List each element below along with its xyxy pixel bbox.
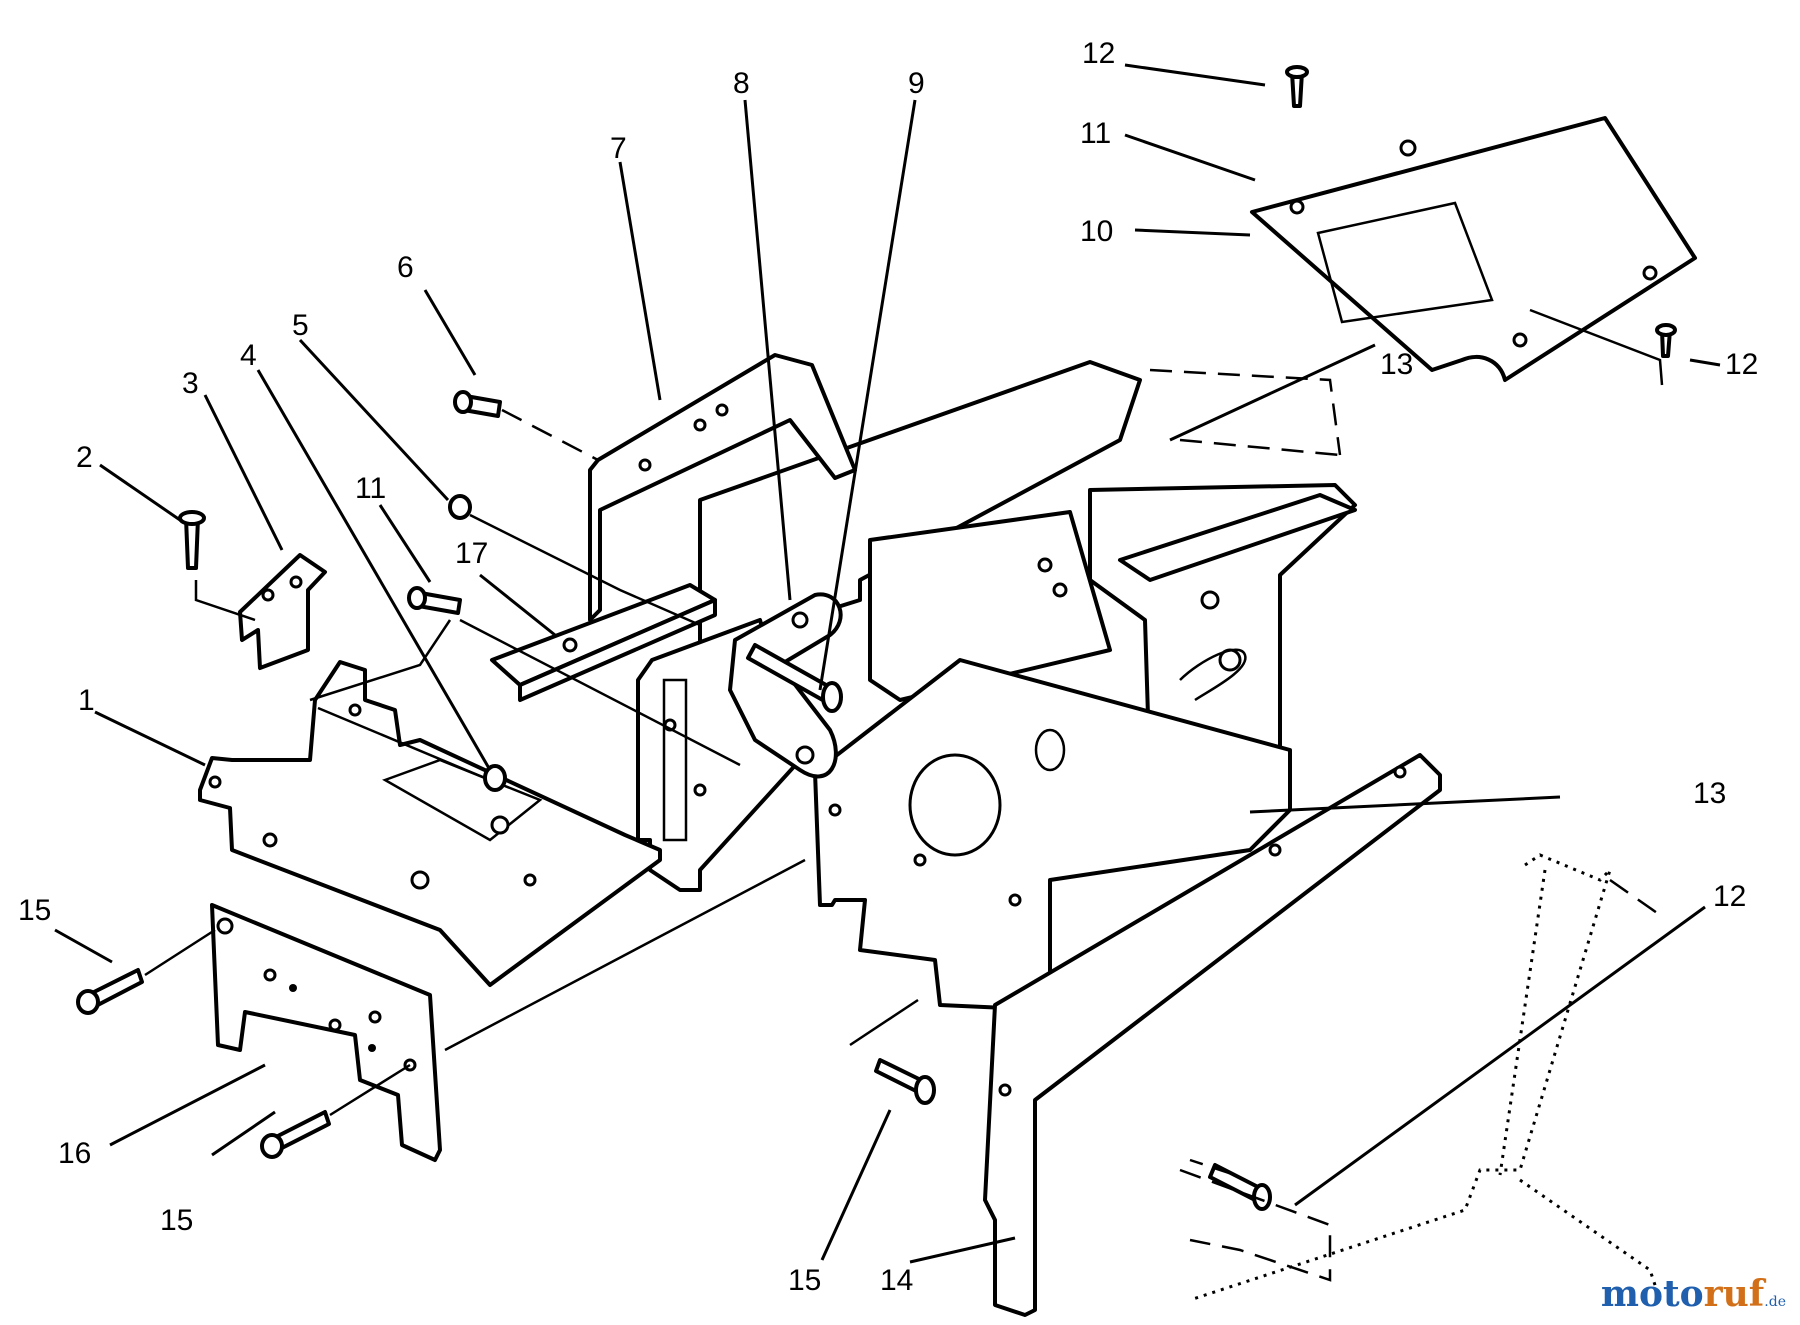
callout-5: 5 (292, 309, 309, 342)
callout-12-right: 12 (1725, 348, 1758, 381)
callout-15-left: 15 (18, 894, 51, 927)
front-plate-bolts (76, 858, 806, 1159)
callout-6: 6 (397, 251, 414, 284)
cover-screws (1285, 65, 1677, 358)
small-bracket (238, 553, 327, 670)
callout-1: 1 (78, 684, 95, 717)
watermark-logo: motoruf.de (1600, 1273, 1786, 1315)
callouts: 1 2 3 4 5 6 7 8 9 10 11 11 12 12 12 13 1… (18, 37, 1758, 1297)
center-plate (813, 658, 1292, 1012)
callout-3: 3 (182, 367, 199, 400)
pivot-bolt (746, 643, 843, 713)
callout-8: 8 (733, 67, 750, 100)
bolt-11-left (407, 586, 462, 615)
callout-16: 16 (58, 1137, 91, 1170)
cover-plate (1250, 116, 1697, 382)
callout-12-lower: 12 (1713, 880, 1746, 913)
front-plate (210, 903, 442, 1162)
upper-bracket (588, 353, 857, 622)
lower-side-panel (983, 753, 1442, 1317)
leader-lines (54, 63, 1721, 1264)
base-plate (198, 660, 662, 987)
callout-11-top: 11 (1080, 117, 1111, 150)
callout-4: 4 (240, 339, 257, 372)
callout-15-bottom: 15 (788, 1264, 821, 1297)
callout-15-bottom-left: 15 (160, 1204, 193, 1237)
callout-10: 10 (1080, 215, 1113, 248)
connection-lines (309, 308, 1664, 1177)
lower-panel-bolts (849, 998, 1272, 1211)
dotted-outline (1179, 853, 1662, 1302)
callout-11-left: 11 (355, 472, 386, 505)
bolt-2 (178, 510, 256, 622)
right-angle-bar (1118, 493, 1357, 582)
callout-13-lower: 13 (1693, 777, 1726, 810)
callout-17: 17 (455, 537, 488, 570)
callout-2: 2 (76, 441, 93, 474)
callout-13-upper: 13 (1380, 348, 1413, 381)
callout-9: 9 (908, 67, 925, 100)
callout-7: 7 (610, 132, 627, 165)
callout-14: 14 (880, 1264, 913, 1297)
callout-12-top: 12 (1082, 37, 1115, 70)
upper-bracket-bolt (453, 390, 599, 462)
